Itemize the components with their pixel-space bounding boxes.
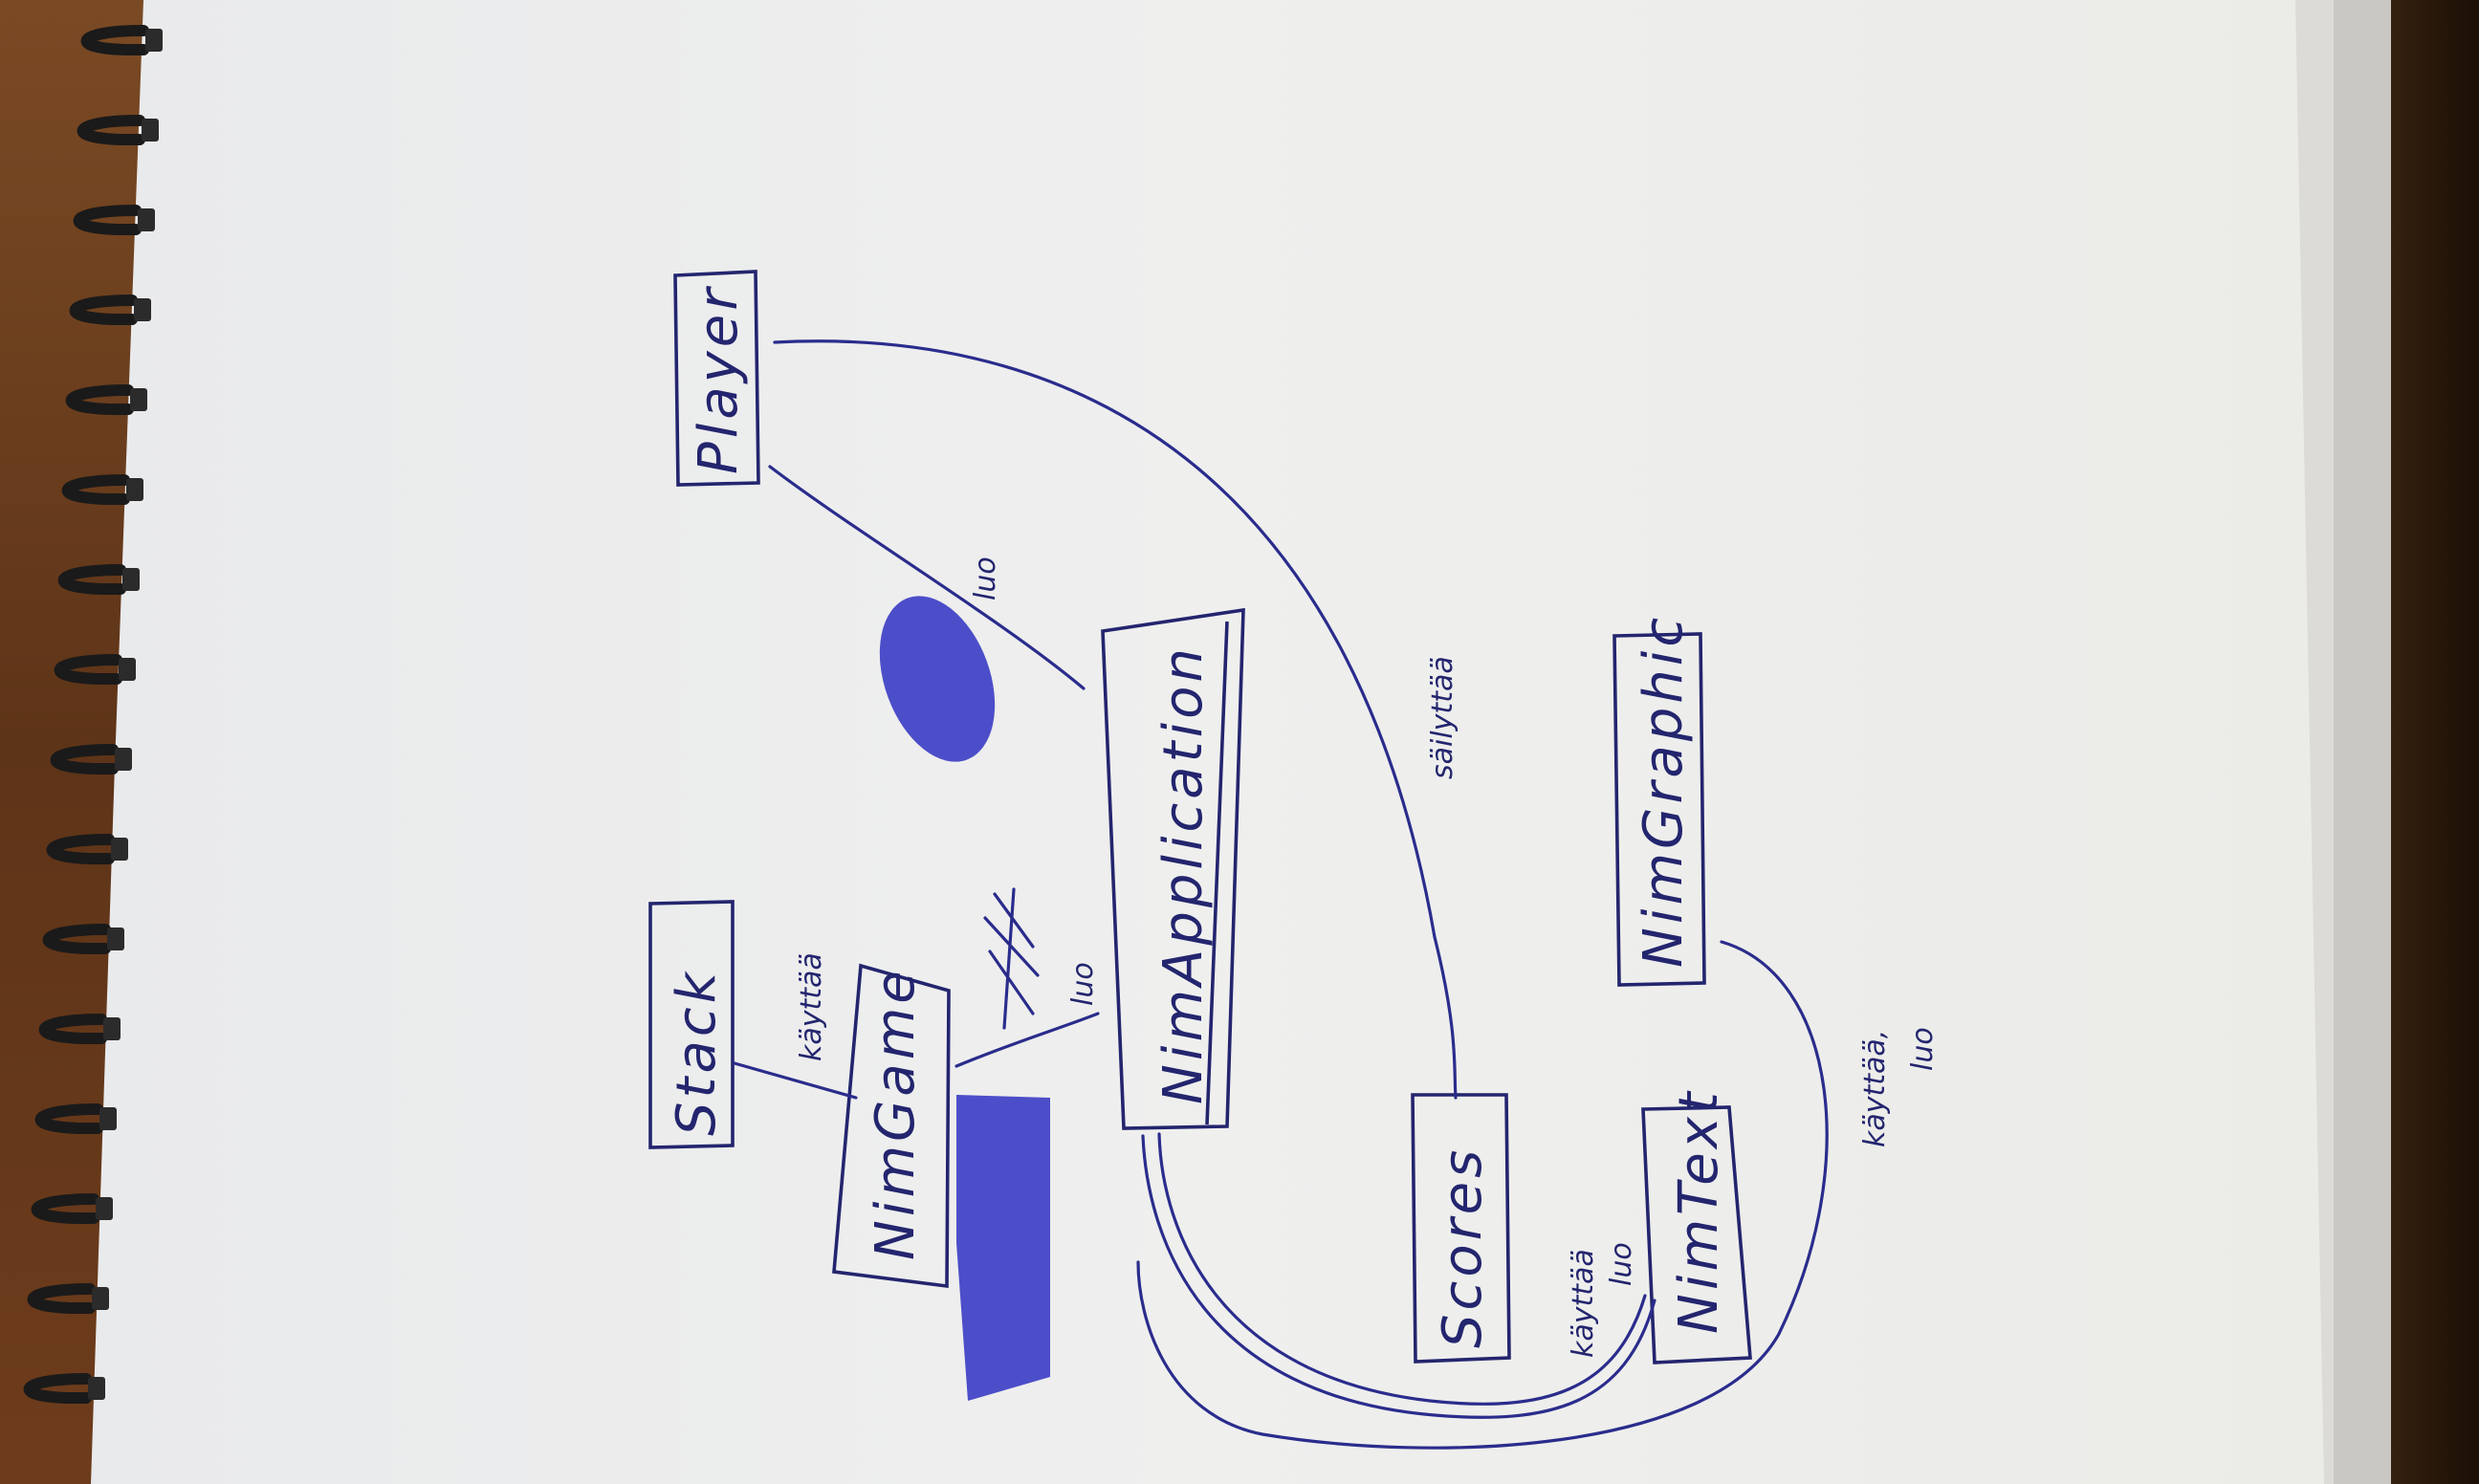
spiral-hole bbox=[134, 298, 151, 321]
spiral-ring bbox=[57, 564, 126, 595]
nim-text-box bbox=[1641, 1105, 1752, 1364]
rel-stack-nimgame: käyttää bbox=[795, 952, 828, 1061]
spiral-ring bbox=[65, 384, 134, 415]
nim-graphic-label: NimGraphic bbox=[1633, 614, 1695, 968]
nim-text-label: NimText bbox=[1668, 1088, 1730, 1334]
spiral-ring bbox=[61, 474, 130, 505]
rel-nimgame-nimapp: luo bbox=[1066, 962, 1100, 1006]
spiral-ring bbox=[42, 924, 111, 954]
stack-label: Stack bbox=[666, 969, 728, 1136]
spiral-hole bbox=[92, 1287, 109, 1310]
scores-label: Scores bbox=[1432, 1146, 1494, 1348]
spiral-ring bbox=[73, 205, 142, 235]
spiral-ring bbox=[69, 295, 138, 325]
spiral-ring bbox=[34, 1103, 103, 1134]
scribble-top bbox=[879, 596, 996, 762]
player-box bbox=[673, 270, 760, 487]
spiral-hole bbox=[111, 838, 128, 861]
edge-nimgame-nimapp bbox=[954, 1012, 1100, 1068]
spiral-hole bbox=[122, 568, 140, 591]
spiral-binding bbox=[23, 25, 163, 1404]
spiral-hole bbox=[138, 208, 155, 231]
scores-box bbox=[1411, 1093, 1511, 1364]
spiral-hole bbox=[142, 119, 159, 142]
rel-player-scores: säilyttää bbox=[1426, 656, 1459, 779]
spiral-hole bbox=[99, 1107, 117, 1130]
edge-nimtext-nimapp bbox=[1141, 1134, 1656, 1419]
rel-nimtext-nimapp-2: luo bbox=[1605, 1242, 1638, 1286]
spiral-hole bbox=[119, 658, 136, 681]
rel-nimgraphic-nimapp-2: luo bbox=[1906, 1027, 1940, 1071]
rel-nimgraphic-nimapp-1: käyttää, bbox=[1858, 1030, 1892, 1147]
spiral-hole bbox=[130, 388, 147, 411]
spiral-hole bbox=[126, 478, 143, 501]
scribble-bottom bbox=[956, 1095, 1050, 1401]
spiral-hole bbox=[115, 748, 132, 771]
nim-application-box bbox=[1101, 607, 1245, 1130]
spiral-hole bbox=[145, 29, 163, 52]
spiral-ring bbox=[38, 1014, 107, 1044]
spiral-ring bbox=[54, 654, 122, 685]
spiral-ring bbox=[46, 834, 115, 864]
spiral-ring bbox=[23, 1373, 92, 1404]
class-nim-game: NimGame bbox=[832, 963, 951, 1289]
edge-player-scores bbox=[773, 339, 1458, 1100]
spiral-hole bbox=[103, 1017, 121, 1040]
spiral-ring bbox=[27, 1283, 96, 1314]
spiral-hole bbox=[88, 1377, 105, 1400]
player-label: Player bbox=[688, 285, 750, 474]
spiral-ring bbox=[50, 744, 119, 775]
class-nim-application: NimApplication bbox=[1101, 607, 1245, 1130]
class-player: Player bbox=[673, 270, 760, 487]
spiral-ring bbox=[31, 1193, 99, 1224]
class-nim-graphic: NimGraphic bbox=[1612, 614, 1706, 987]
nim-application-box-inner bbox=[1205, 621, 1229, 1125]
class-stack: Stack bbox=[648, 900, 735, 1149]
nim-game-box bbox=[832, 963, 951, 1289]
spiral-ring bbox=[77, 115, 145, 145]
spiral-hole bbox=[107, 928, 124, 950]
nim-game-label: NimGame bbox=[865, 967, 927, 1260]
edge-stack-nimgame bbox=[733, 1061, 858, 1100]
class-nim-text: NimText bbox=[1641, 1088, 1752, 1364]
spiral-ring bbox=[80, 25, 149, 55]
rel-player-nimapp: luo bbox=[969, 556, 1002, 600]
stack-box bbox=[648, 900, 735, 1149]
nim-graphic-box bbox=[1612, 632, 1706, 987]
nim-application-label: NimApplication bbox=[1152, 644, 1215, 1104]
edge-nimgraphic-nimapp bbox=[1136, 940, 1829, 1450]
scribble-middle bbox=[983, 887, 1040, 1030]
spiral-hole bbox=[96, 1197, 113, 1220]
class-scores: Scores bbox=[1411, 1093, 1511, 1364]
rel-nimtext-nimapp-1: käyttää bbox=[1567, 1249, 1600, 1358]
edge-nimtext-nimapp-2 bbox=[1157, 1132, 1647, 1406]
edge-player-nimapp bbox=[768, 465, 1086, 690]
